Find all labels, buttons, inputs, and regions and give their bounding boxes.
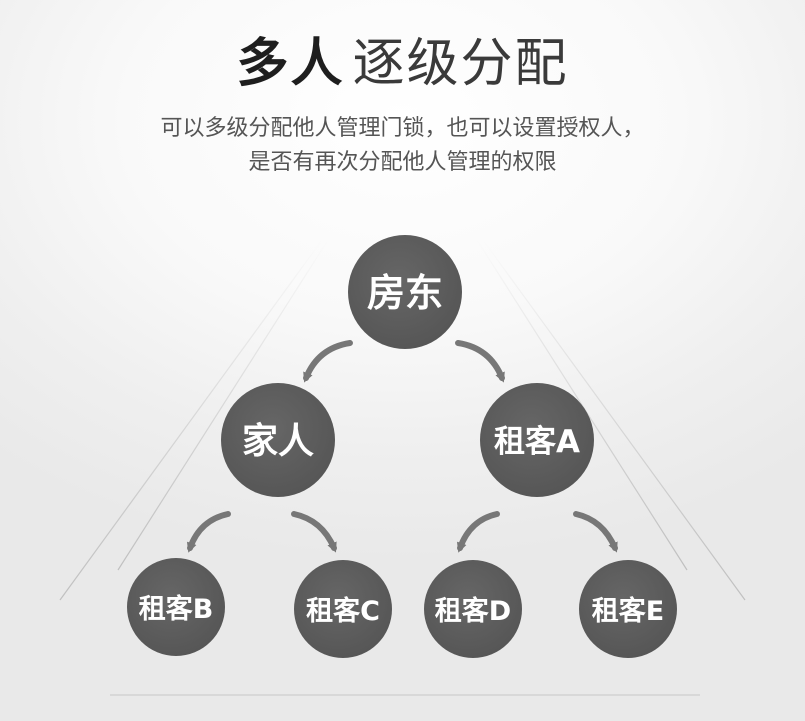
pyramid-line-right-outer [482,239,746,601]
arrow-left-to-c [291,511,337,553]
pyramid-line-left-inner [117,239,329,571]
node-level3-d: 租客D [424,560,522,658]
arrows [186,340,618,553]
subtitle-line-1: 可以多级分配他人管理门锁，也可以设置授权人， [160,116,645,141]
node-tenant-e-label: 租客E [592,595,664,627]
arrow-right-to-e [573,511,618,553]
node-level3-b: 租客B [127,558,225,656]
node-tenant-b-label: 租客B [139,593,214,625]
node-root: 房东 [348,235,462,349]
title-light: 逐级分配 [352,34,569,94]
node-root-circle [348,235,462,349]
node-tenant-d-circle [424,560,522,658]
node-level2-left: 家人 [221,383,335,497]
pyramid-line-left-outer [59,239,323,601]
node-tenant-a-circle [480,383,594,497]
node-level3-e: 租客E [579,560,677,658]
node-level3-c: 租客C [294,560,392,658]
arrow-root-to-right [455,340,505,383]
node-family-label: 家人 [242,421,314,462]
node-tenant-e-circle [579,560,677,658]
pyramid-background-lines [59,239,746,696]
arrow-root-to-left [303,340,353,383]
arrow-left-to-b [186,511,231,553]
node-tenant-b-circle [127,558,225,656]
pyramid-line-right-inner [476,239,688,571]
node-tenant-a-label: 租客A [494,424,580,460]
page-title: 多人逐级分配 [0,32,805,96]
node-root-label: 房东 [367,271,443,315]
subtitle-line-2: 是否有再次分配他人管理的权限 [248,150,557,175]
arrow-right-to-d [456,511,500,553]
node-tenant-c-label: 租客C [306,595,380,627]
node-tenant-d-label: 租客D [435,595,511,627]
node-level2-right: 租客A [480,383,594,497]
node-family-circle [221,383,335,497]
node-tenant-c-circle [294,560,392,658]
title-bold: 多人 [236,34,345,94]
